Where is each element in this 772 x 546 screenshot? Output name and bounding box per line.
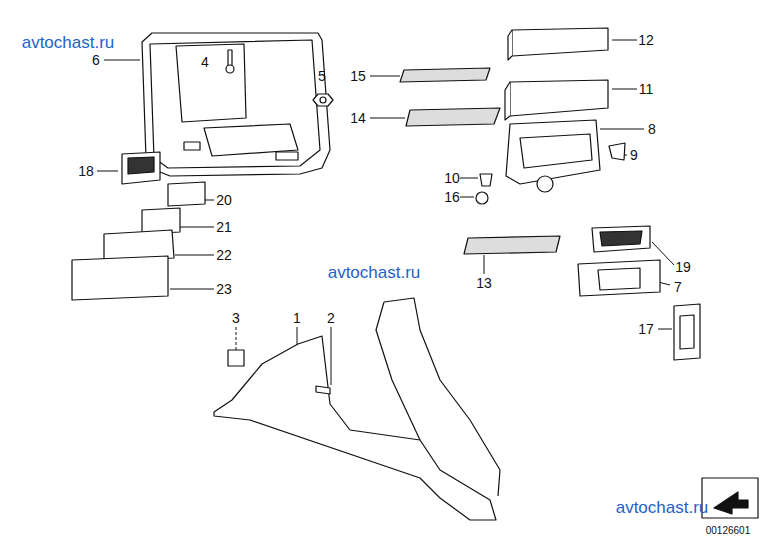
callout-number: 18 [78,164,94,178]
callout-number: 22 [216,248,232,262]
callout-number: 4 [201,55,209,69]
watermark: avtochast.ru [22,34,115,51]
callout-number: 23 [216,282,232,296]
callout-number: 6 [92,53,100,67]
callout-number: 15 [350,69,366,83]
drawing-number: 00126601 [706,526,751,536]
callout-number: 13 [476,276,492,290]
callout-number: 11 [639,82,654,96]
callout-number: 17 [638,322,654,336]
callout-number: 2 [327,311,335,325]
callout-number: 14 [350,111,366,125]
view-icon [702,478,758,518]
callout-number: 5 [318,69,326,83]
callout-number: 9 [630,148,638,162]
callout-number: 20 [216,193,232,207]
callout-number: 16 [444,190,460,204]
callout-number: 21 [216,220,232,234]
callout-number: 12 [638,33,654,47]
callout-number: 1 [293,311,301,325]
watermark: avtochast.ru [328,264,421,281]
callout-number: 3 [232,311,240,325]
watermark: avtochast.ru [616,499,709,516]
callout-number: 7 [674,280,682,294]
center-trim [142,33,330,176]
callout-number: 19 [675,260,691,274]
callout-number: 10 [444,171,460,185]
callout-number: 8 [648,122,656,136]
